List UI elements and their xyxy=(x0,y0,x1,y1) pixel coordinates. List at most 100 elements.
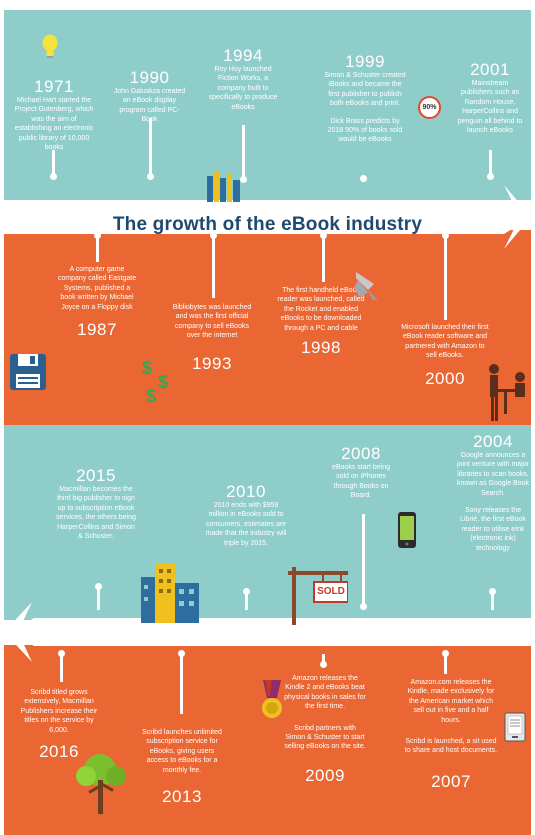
event-year: 2010 xyxy=(226,482,266,501)
timeline-dot xyxy=(442,650,449,657)
event-year: 2001 xyxy=(470,60,510,79)
event-year: 1993 xyxy=(192,353,232,373)
event-2009: Amazon releases the Kindle 2 and eBooks … xyxy=(284,674,366,785)
event-year: 2016 xyxy=(39,742,79,762)
timeline-stem xyxy=(444,236,447,320)
timeline-stem xyxy=(212,236,215,298)
timeline-dot xyxy=(50,173,57,180)
event-year: 2000 xyxy=(425,368,465,388)
page-title: The growth of the eBook industry xyxy=(112,214,423,235)
timeline-dot xyxy=(442,232,449,239)
timeline-stem xyxy=(322,236,325,282)
event-text: The first handheld eBook reader was laun… xyxy=(277,287,365,332)
timeline-stem xyxy=(52,150,55,176)
event-text-secondary: Sony releases the Librié, the first eBoo… xyxy=(460,507,526,552)
event-year: 1999 xyxy=(345,52,385,71)
event-2015: 2015 Macmillan becomes the third big pub… xyxy=(54,466,138,541)
event-year: 1987 xyxy=(77,320,117,340)
event-year: 1998 xyxy=(301,338,341,358)
event-2007: Amazon.com releases the Kindle, made exc… xyxy=(404,678,498,791)
event-year: 2009 xyxy=(305,765,345,785)
smartphone-icon xyxy=(397,511,419,554)
event-text: Bibliobytes was launched and was the fir… xyxy=(172,304,252,340)
timeline-dot xyxy=(210,232,217,239)
timeline-stem xyxy=(362,514,365,610)
event-text: Amazon releases the Kindle 2 and eBooks … xyxy=(284,675,366,711)
event-2008: 2008 eBooks start being sold on iPhones … xyxy=(326,444,396,501)
band-teal-bottom xyxy=(4,425,531,620)
event-1971: 1971 Michael Hart started the Project Gu… xyxy=(14,77,94,152)
books-icon xyxy=(207,172,241,207)
timeline-stem xyxy=(60,654,63,682)
timeline-stem xyxy=(322,654,325,666)
percent-badge-icon: 90% xyxy=(418,96,441,119)
event-2004: 2004 Google announces a joint venture wi… xyxy=(456,432,530,553)
svg-text:$: $ xyxy=(142,358,152,378)
event-2016: Scribd titled grows extensively, Macmill… xyxy=(14,688,104,761)
event-year: 2013 xyxy=(162,787,202,807)
timeline-dot xyxy=(95,583,102,590)
timeline-dot xyxy=(360,175,367,182)
timeline-stem xyxy=(149,118,152,174)
timeline-stem xyxy=(180,654,183,714)
tree-icon xyxy=(72,752,132,819)
event-year: 2008 xyxy=(341,444,381,463)
timeline-dot xyxy=(58,650,65,657)
timeline-dot xyxy=(360,603,367,610)
event-text: Google announces a joint venture with ma… xyxy=(457,452,529,497)
event-text: A computer game company called Eastgate … xyxy=(57,266,137,311)
timeline-stem xyxy=(97,584,100,610)
event-text: Scribd titled grows extensively, Macmill… xyxy=(20,689,98,734)
svg-text:$: $ xyxy=(158,372,168,392)
timeline-dot xyxy=(320,232,327,239)
event-1990: 1990 John Galuskza created an eBook disp… xyxy=(112,68,187,125)
percent-badge-label: 90% xyxy=(422,104,437,111)
event-1999: 1999 Simon & Schuster created iBooks and… xyxy=(322,52,408,145)
dollar-icon: $$$ xyxy=(142,358,176,413)
timeline-dot xyxy=(489,588,496,595)
timeline-dot xyxy=(147,173,154,180)
event-text-secondary: Scribd is launched, a sit used to share … xyxy=(404,738,498,755)
timeline-dot xyxy=(243,588,250,595)
timeline-stem xyxy=(96,236,99,262)
sold-sign-icon: SOLD xyxy=(288,567,349,630)
timeline-stem xyxy=(242,125,245,177)
event-text: Macmillan becomes the third big publishe… xyxy=(56,486,136,541)
timeline-stem xyxy=(491,592,494,610)
event-1987: A computer game company called Eastgate … xyxy=(56,265,138,339)
svg-text:$: $ xyxy=(146,386,156,406)
event-year: 1994 xyxy=(223,46,263,65)
event-year: 2007 xyxy=(431,771,471,791)
event-text-secondary: Scribd partners with Simon & Schuster to… xyxy=(284,724,366,751)
timeline-dot xyxy=(94,232,101,239)
event-1998: The first handheld eBook reader was laun… xyxy=(276,286,366,357)
event-text: Simon & Schuster created iBooks and beca… xyxy=(324,72,406,108)
event-text: Roy Hoy launched Fiction Works, a compan… xyxy=(208,66,278,111)
sold-sign-label: SOLD xyxy=(317,586,345,597)
event-2001: 2001 Mainstream publishers such as Rando… xyxy=(456,60,524,135)
ereader-icon xyxy=(504,712,526,747)
band-teal-top xyxy=(4,10,531,200)
event-year: 2015 xyxy=(76,466,116,485)
event-text: Scribd launches unlimited subscription s… xyxy=(142,729,222,774)
timeline-stem xyxy=(444,654,447,674)
floppy-disk-icon xyxy=(10,354,46,395)
timeline-dot xyxy=(178,650,185,657)
infographic: { "title": "The growth of the eBook indu… xyxy=(4,0,531,835)
event-year: 1971 xyxy=(34,77,74,96)
event-2010: 2010 2010 ends with $959 million in eBoo… xyxy=(204,482,288,548)
band-orange-bottom xyxy=(4,645,531,835)
timeline-dot xyxy=(240,176,247,183)
timeline-arrow-bottom xyxy=(4,602,531,662)
event-1994: 1994 Roy Hoy launched Fiction Works, a c… xyxy=(204,46,282,112)
timeline-arrow-top xyxy=(4,185,531,249)
medal-icon xyxy=(259,680,285,725)
event-text-secondary: Dick Brass predicts by 2018 90% of books… xyxy=(327,117,403,144)
event-text: Microsoft launched their first eBook rea… xyxy=(401,324,489,360)
reading-people-icon xyxy=(486,363,530,428)
event-text: eBooks start being sold on iPhones throu… xyxy=(332,464,390,500)
event-2000: Microsoft launched their first eBook rea… xyxy=(400,323,490,388)
lightbulb-icon xyxy=(42,34,58,65)
event-text: Amazon.com releases the Kindle, made exc… xyxy=(407,679,495,724)
event-year: 2004 xyxy=(473,432,513,451)
